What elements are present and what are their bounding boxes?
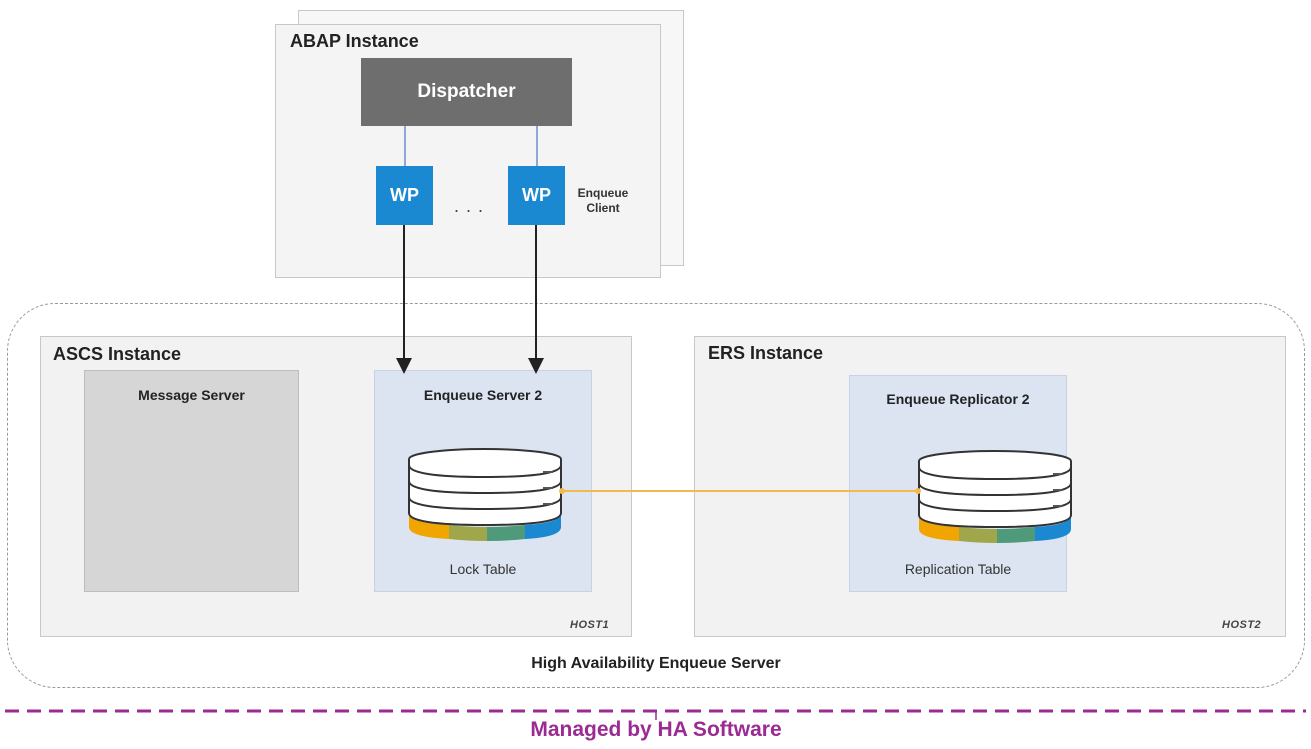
- abap-instance-title: ABAP Instance: [290, 31, 419, 51]
- ers-instance-title: ERS Instance: [708, 343, 824, 363]
- enqueue-server-label: Enqueue Server 2: [423, 387, 543, 403]
- enqueue-replicator-label: Enqueue Replicator 2: [886, 391, 1030, 407]
- replication-table-database-icon: [918, 450, 1072, 543]
- lock-table-database-icon: [408, 448, 562, 541]
- message-server-label: Message Server: [138, 387, 245, 403]
- wp-left-label: WP: [390, 185, 419, 205]
- lock-table-segment-3: [487, 525, 525, 541]
- ha-group-label: High Availability Enqueue Server: [531, 655, 781, 672]
- lock-table-label: Lock Table: [449, 561, 517, 577]
- replication-table-segment-1: [919, 515, 959, 541]
- enqueue-client-label: Enqueue Client: [577, 186, 629, 215]
- ascs-instance-title: ASCS Instance: [53, 344, 182, 364]
- host2-tag: HOST2: [1222, 619, 1262, 631]
- dispatcher-label: Dispatcher: [417, 81, 516, 102]
- replication-table-segment-2: [959, 527, 997, 543]
- lock-table-segment-1: [409, 513, 449, 539]
- message-server-box: [84, 370, 299, 592]
- host1-tag: HOST1: [570, 619, 610, 631]
- wp-right-box: WP: [508, 166, 565, 225]
- wp-right-label: WP: [522, 185, 551, 205]
- replication-table-segment-4: [1035, 515, 1071, 541]
- lock-table-segment-2: [449, 525, 487, 541]
- dispatcher-box: Dispatcher: [361, 58, 572, 126]
- replication-link-end-dot: [915, 488, 921, 494]
- replication-link-start-dot: [559, 488, 565, 494]
- dispatcher-wp-right-connector: [536, 126, 538, 166]
- managed-label: Managed by HA Software: [530, 718, 782, 741]
- lock-table-segment-4: [525, 513, 561, 539]
- wp-ellipsis: . . .: [454, 196, 485, 216]
- wp-left-box: WP: [376, 166, 433, 225]
- dispatcher-wp-left-connector: [404, 126, 406, 166]
- ha-group-border: [7, 303, 1305, 688]
- replication-table-label: Replication Table: [904, 561, 1012, 577]
- replication-table-segment-3: [997, 527, 1035, 543]
